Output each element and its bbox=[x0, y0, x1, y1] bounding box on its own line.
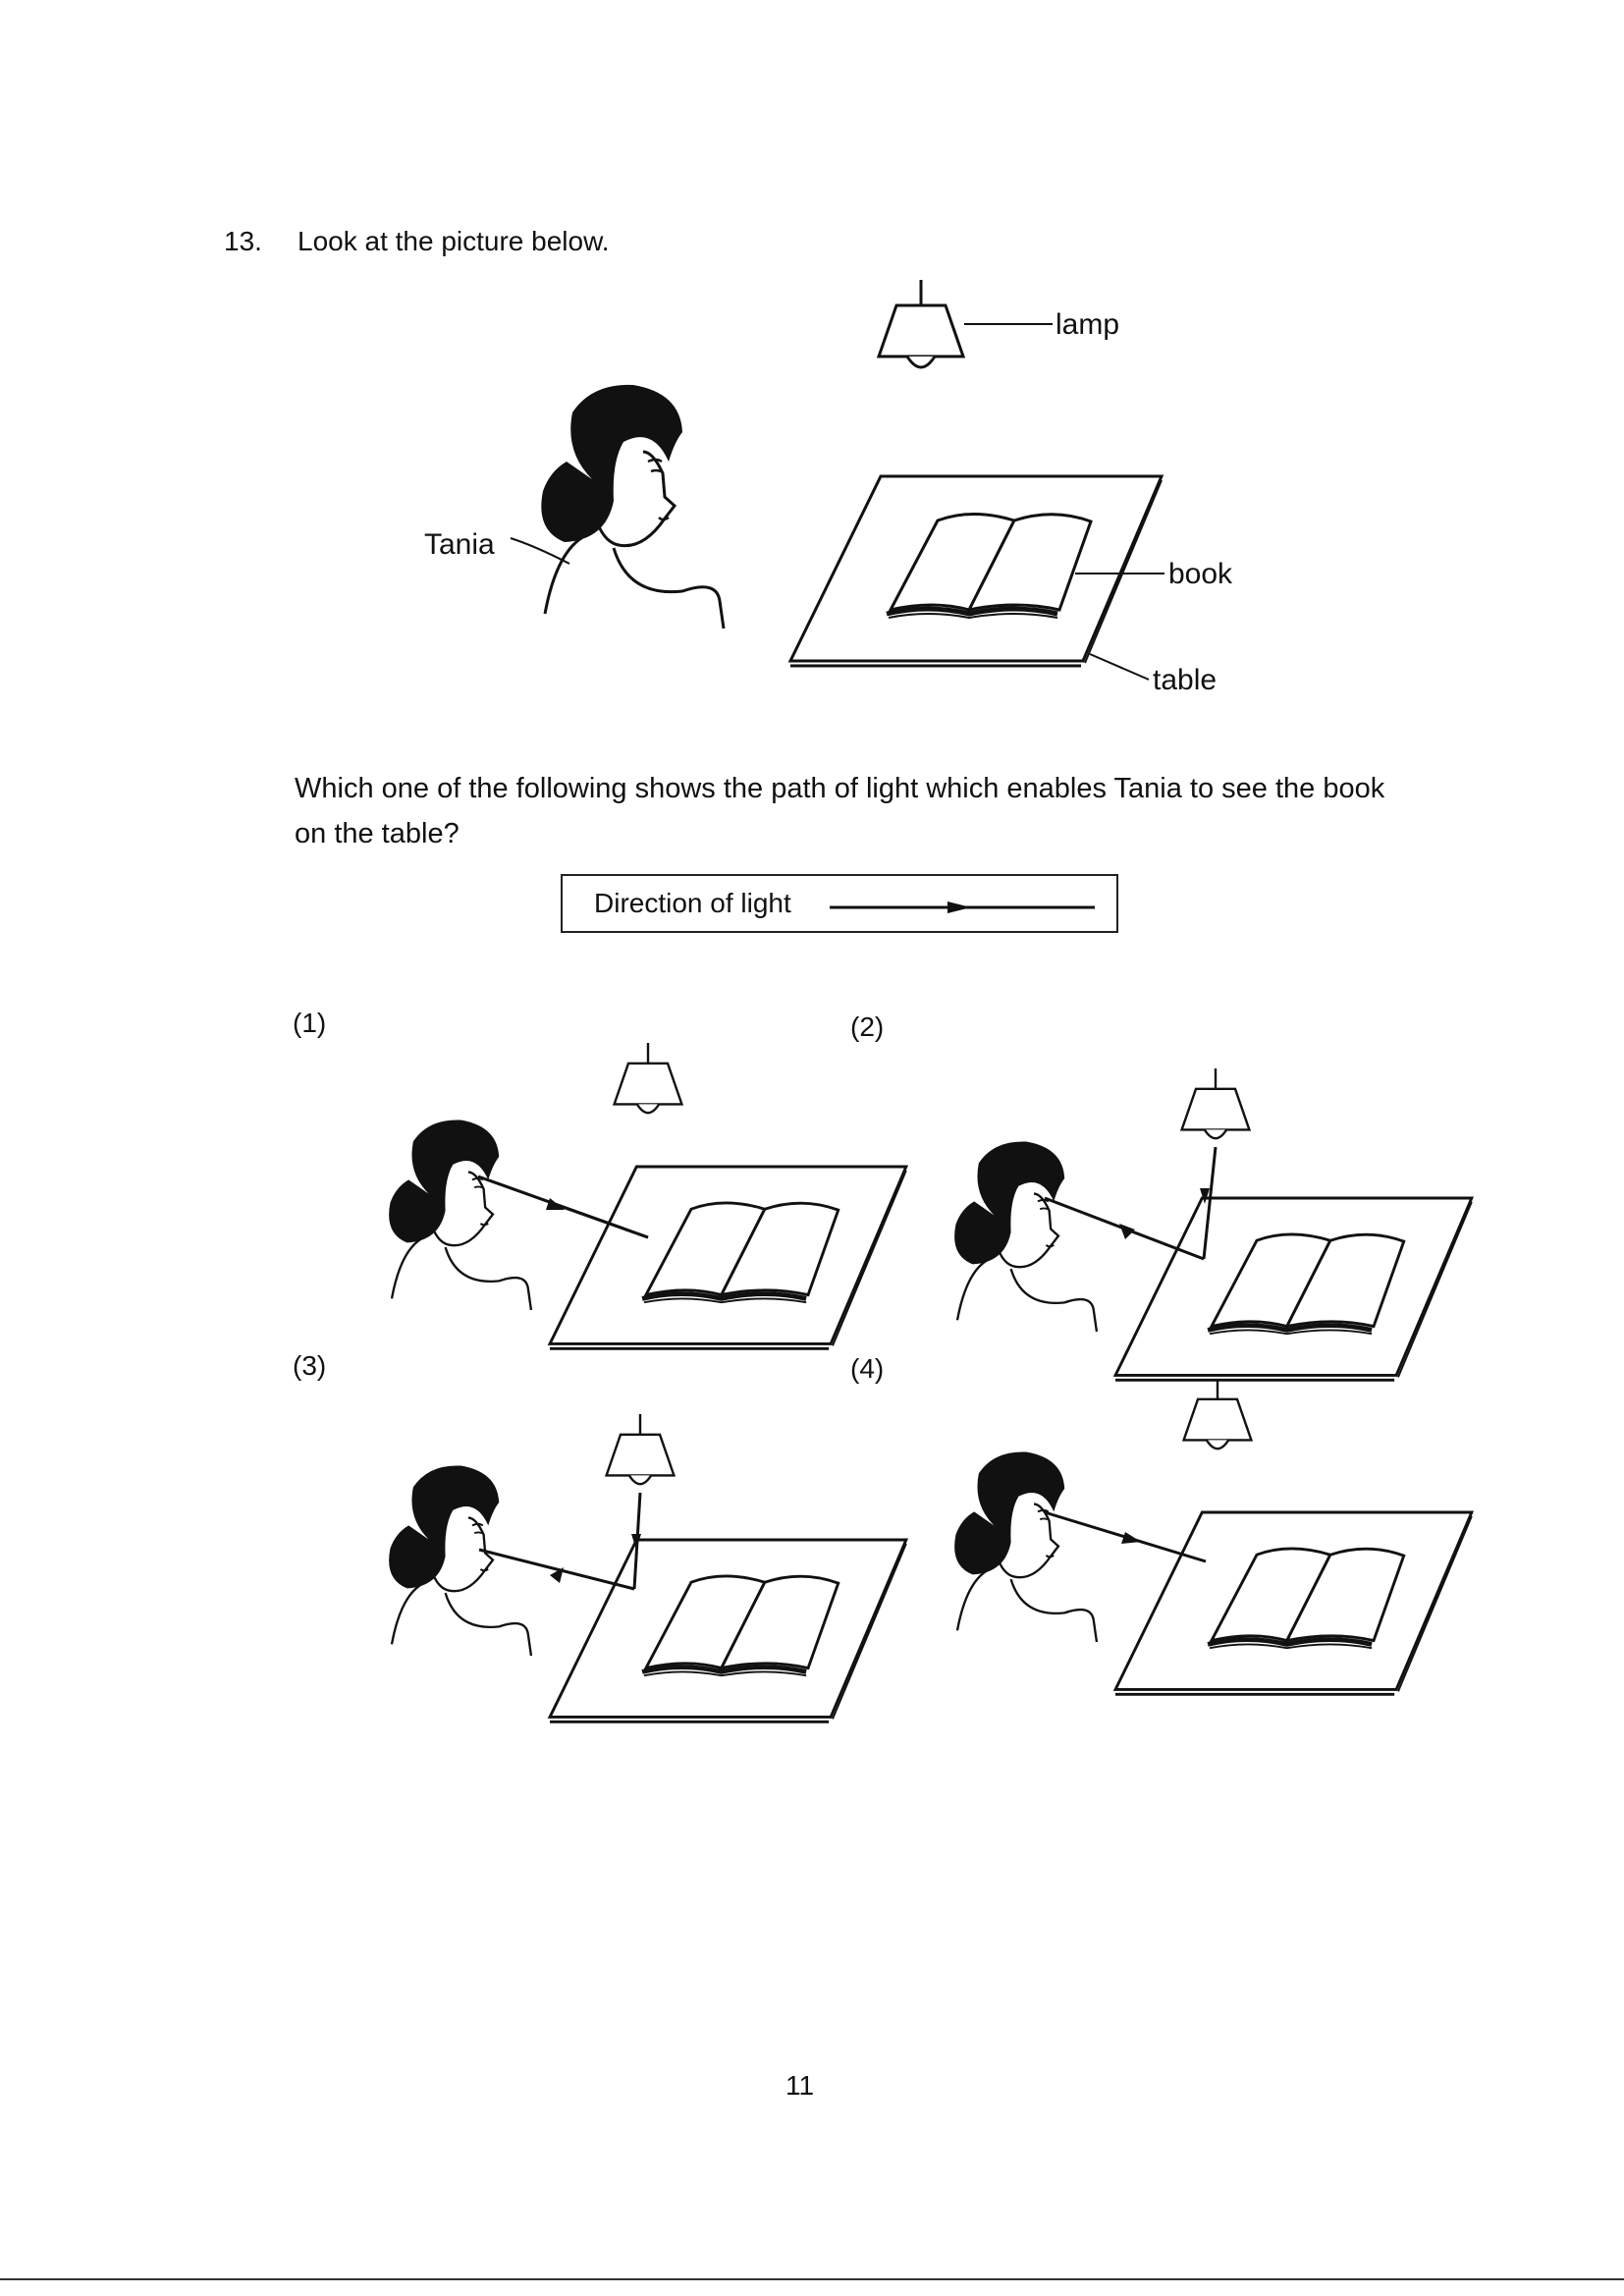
bottom-rule bbox=[0, 2278, 1624, 2280]
lamp-label: lamp bbox=[1056, 308, 1120, 341]
legend-label: Direction of light bbox=[594, 888, 791, 918]
options-figures bbox=[387, 1041, 1624, 1728]
girl-icon bbox=[539, 383, 726, 630]
legend-arrow-icon bbox=[830, 902, 1095, 913]
main-picture bbox=[510, 278, 1164, 681]
option-1-figure bbox=[387, 1041, 906, 1348]
table-book-icon bbox=[790, 476, 1162, 666]
option-4-label[interactable]: (4) bbox=[850, 1353, 885, 1384]
option-1-label[interactable]: (1) bbox=[293, 1008, 327, 1038]
table-label: table bbox=[1153, 664, 1218, 696]
direction-legend: Direction of light bbox=[561, 874, 1118, 933]
question-prompt: Look at the picture below. bbox=[298, 226, 610, 256]
option-2-label[interactable]: (2) bbox=[850, 1011, 885, 1042]
lamp-icon bbox=[877, 278, 965, 369]
question-number: 13. bbox=[224, 226, 262, 256]
option-2-figure bbox=[952, 1066, 1472, 1380]
option-4-figure bbox=[952, 1377, 1472, 1694]
page-number: 11 bbox=[785, 2070, 815, 2101]
question-text: Which one of the following shows the pat… bbox=[295, 773, 1385, 849]
option-3-figure bbox=[387, 1412, 906, 1722]
tania-label: Tania bbox=[424, 528, 495, 561]
book-label: book bbox=[1168, 558, 1233, 590]
option-3-label[interactable]: (3) bbox=[293, 1350, 327, 1381]
